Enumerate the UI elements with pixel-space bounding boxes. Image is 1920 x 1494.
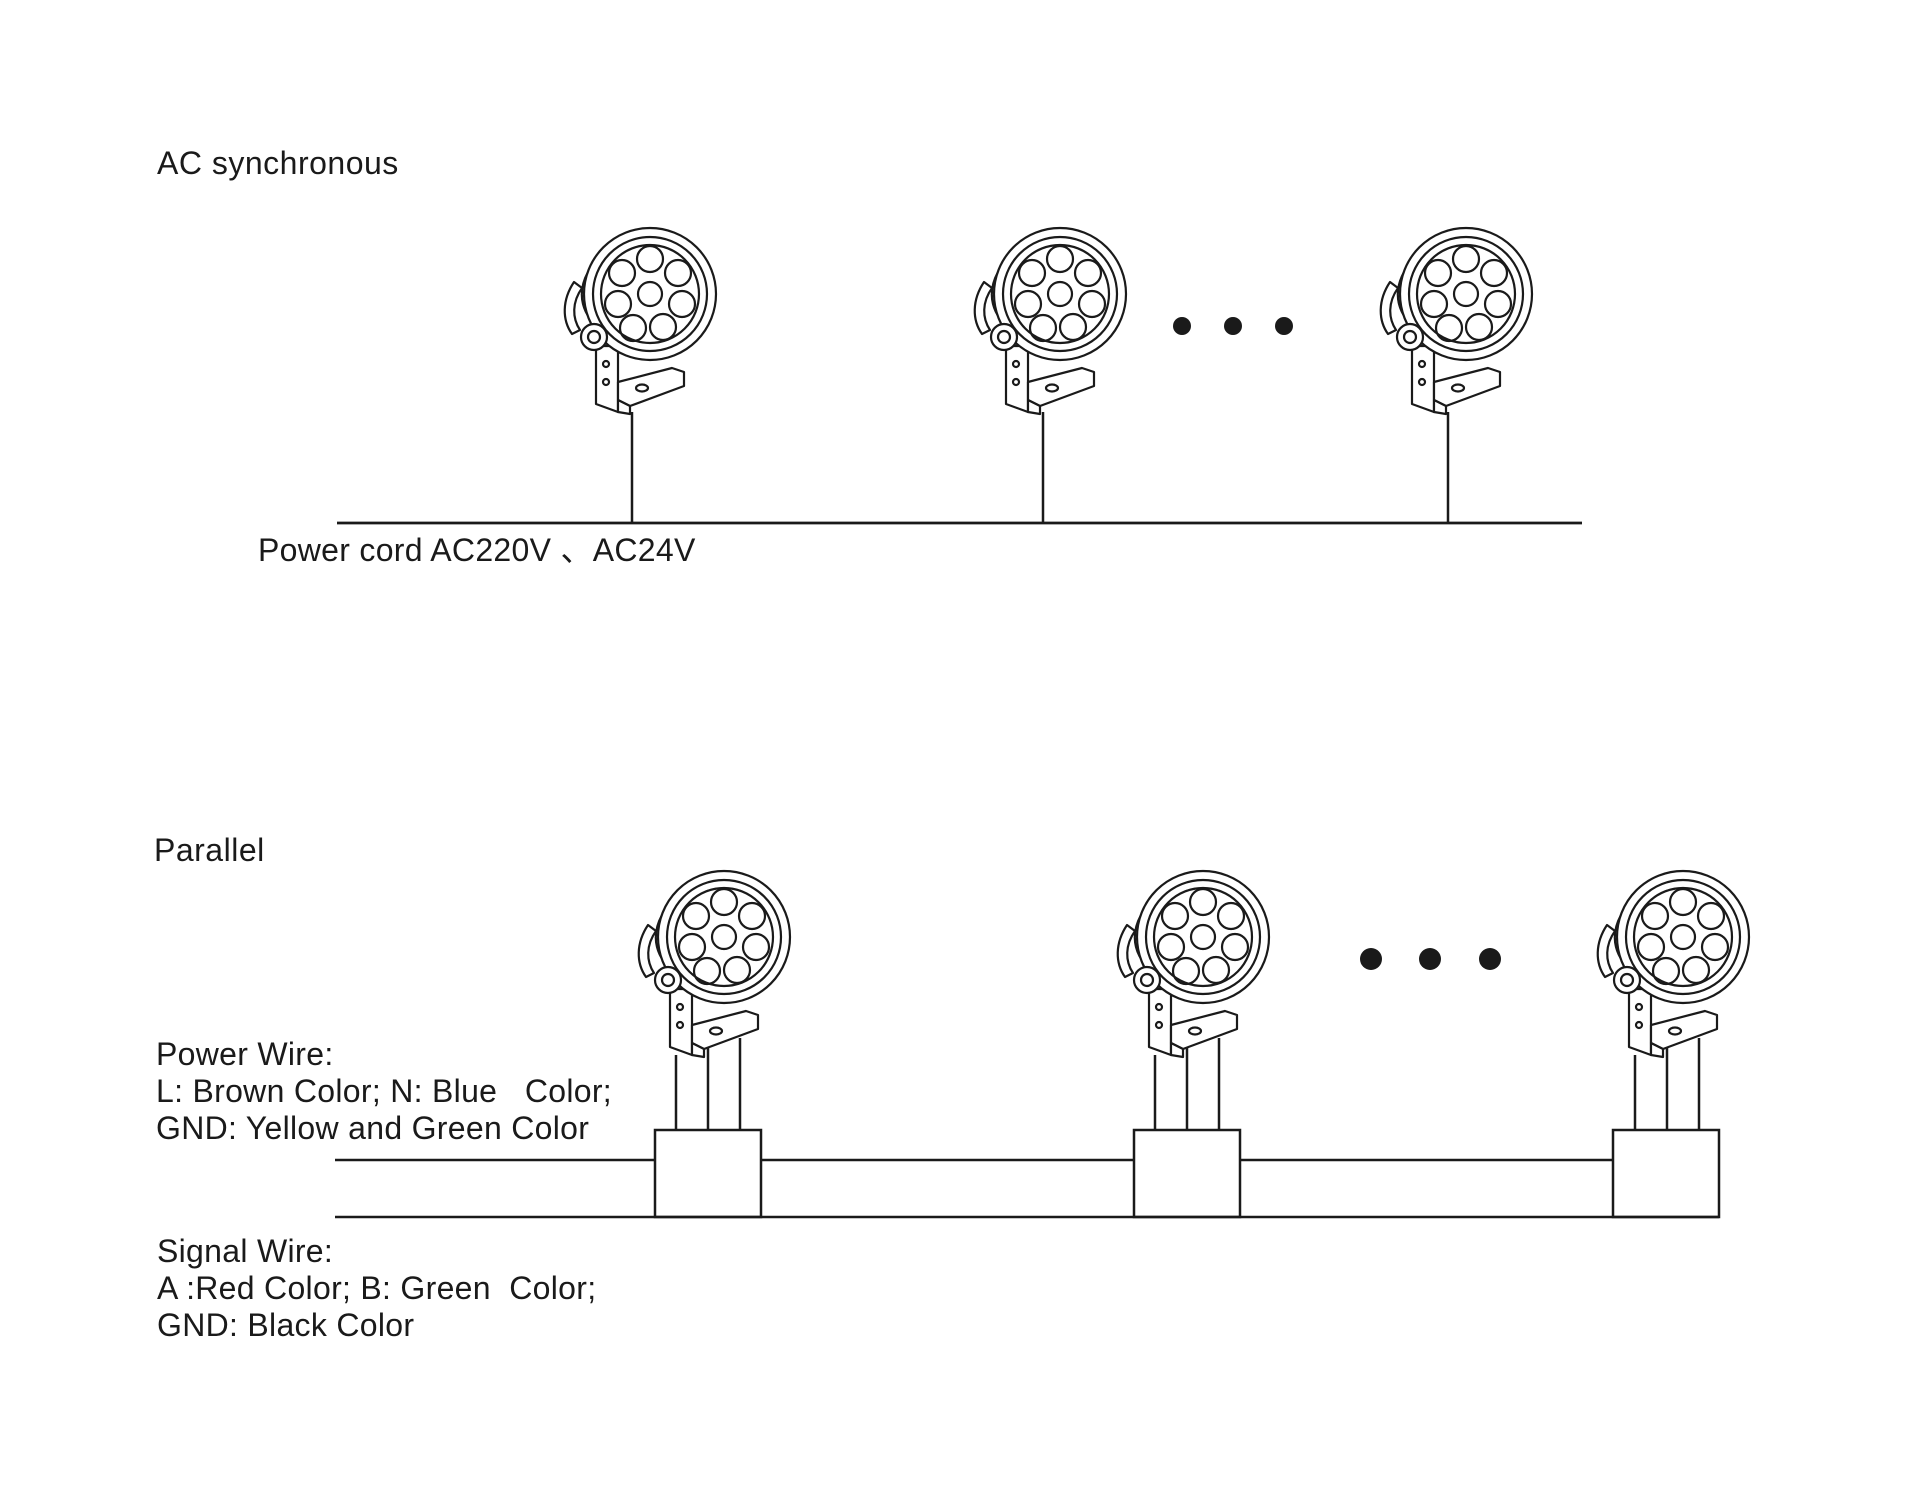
ellipsis-dots xyxy=(1173,317,1293,335)
junction-box xyxy=(1132,1128,1242,1219)
drop-wire xyxy=(1633,1038,1701,1130)
parallel-fixtures xyxy=(637,869,1751,1059)
spotlight-icon xyxy=(973,226,1128,416)
signal-wire-line1: A :Red Color; B: Green Color; xyxy=(157,1270,597,1306)
junction-box xyxy=(653,1128,763,1219)
spotlight-icon xyxy=(637,869,792,1059)
ellipsis-dots xyxy=(1360,948,1501,970)
spotlight-icon xyxy=(1116,869,1271,1059)
section-title-ac-synchronous: AC synchronous xyxy=(157,145,399,181)
drop-wire xyxy=(1153,1038,1221,1130)
spotlight-icon xyxy=(1596,869,1751,1059)
power-wire-heading: Power Wire: xyxy=(156,1036,334,1072)
power-wire-line2: GND: Yellow and Green Color xyxy=(156,1110,590,1146)
section-title-parallel: Parallel xyxy=(154,832,265,868)
signal-wire-heading: Signal Wire: xyxy=(157,1233,334,1269)
signal-wire-line2: GND: Black Color xyxy=(157,1307,415,1343)
drop-wire xyxy=(674,1038,742,1130)
power-cord-label: Power cord AC220V 、AC24V xyxy=(258,532,696,568)
ac-fixtures xyxy=(563,226,1534,416)
spotlight-icon xyxy=(1379,226,1534,416)
ac-drop-wires xyxy=(630,412,1450,522)
spotlight-icon xyxy=(563,226,718,416)
parallel-wires xyxy=(335,1038,1721,1219)
junction-box xyxy=(1611,1128,1721,1219)
power-wire-line1: L: Brown Color; N: Blue Color; xyxy=(156,1073,612,1109)
